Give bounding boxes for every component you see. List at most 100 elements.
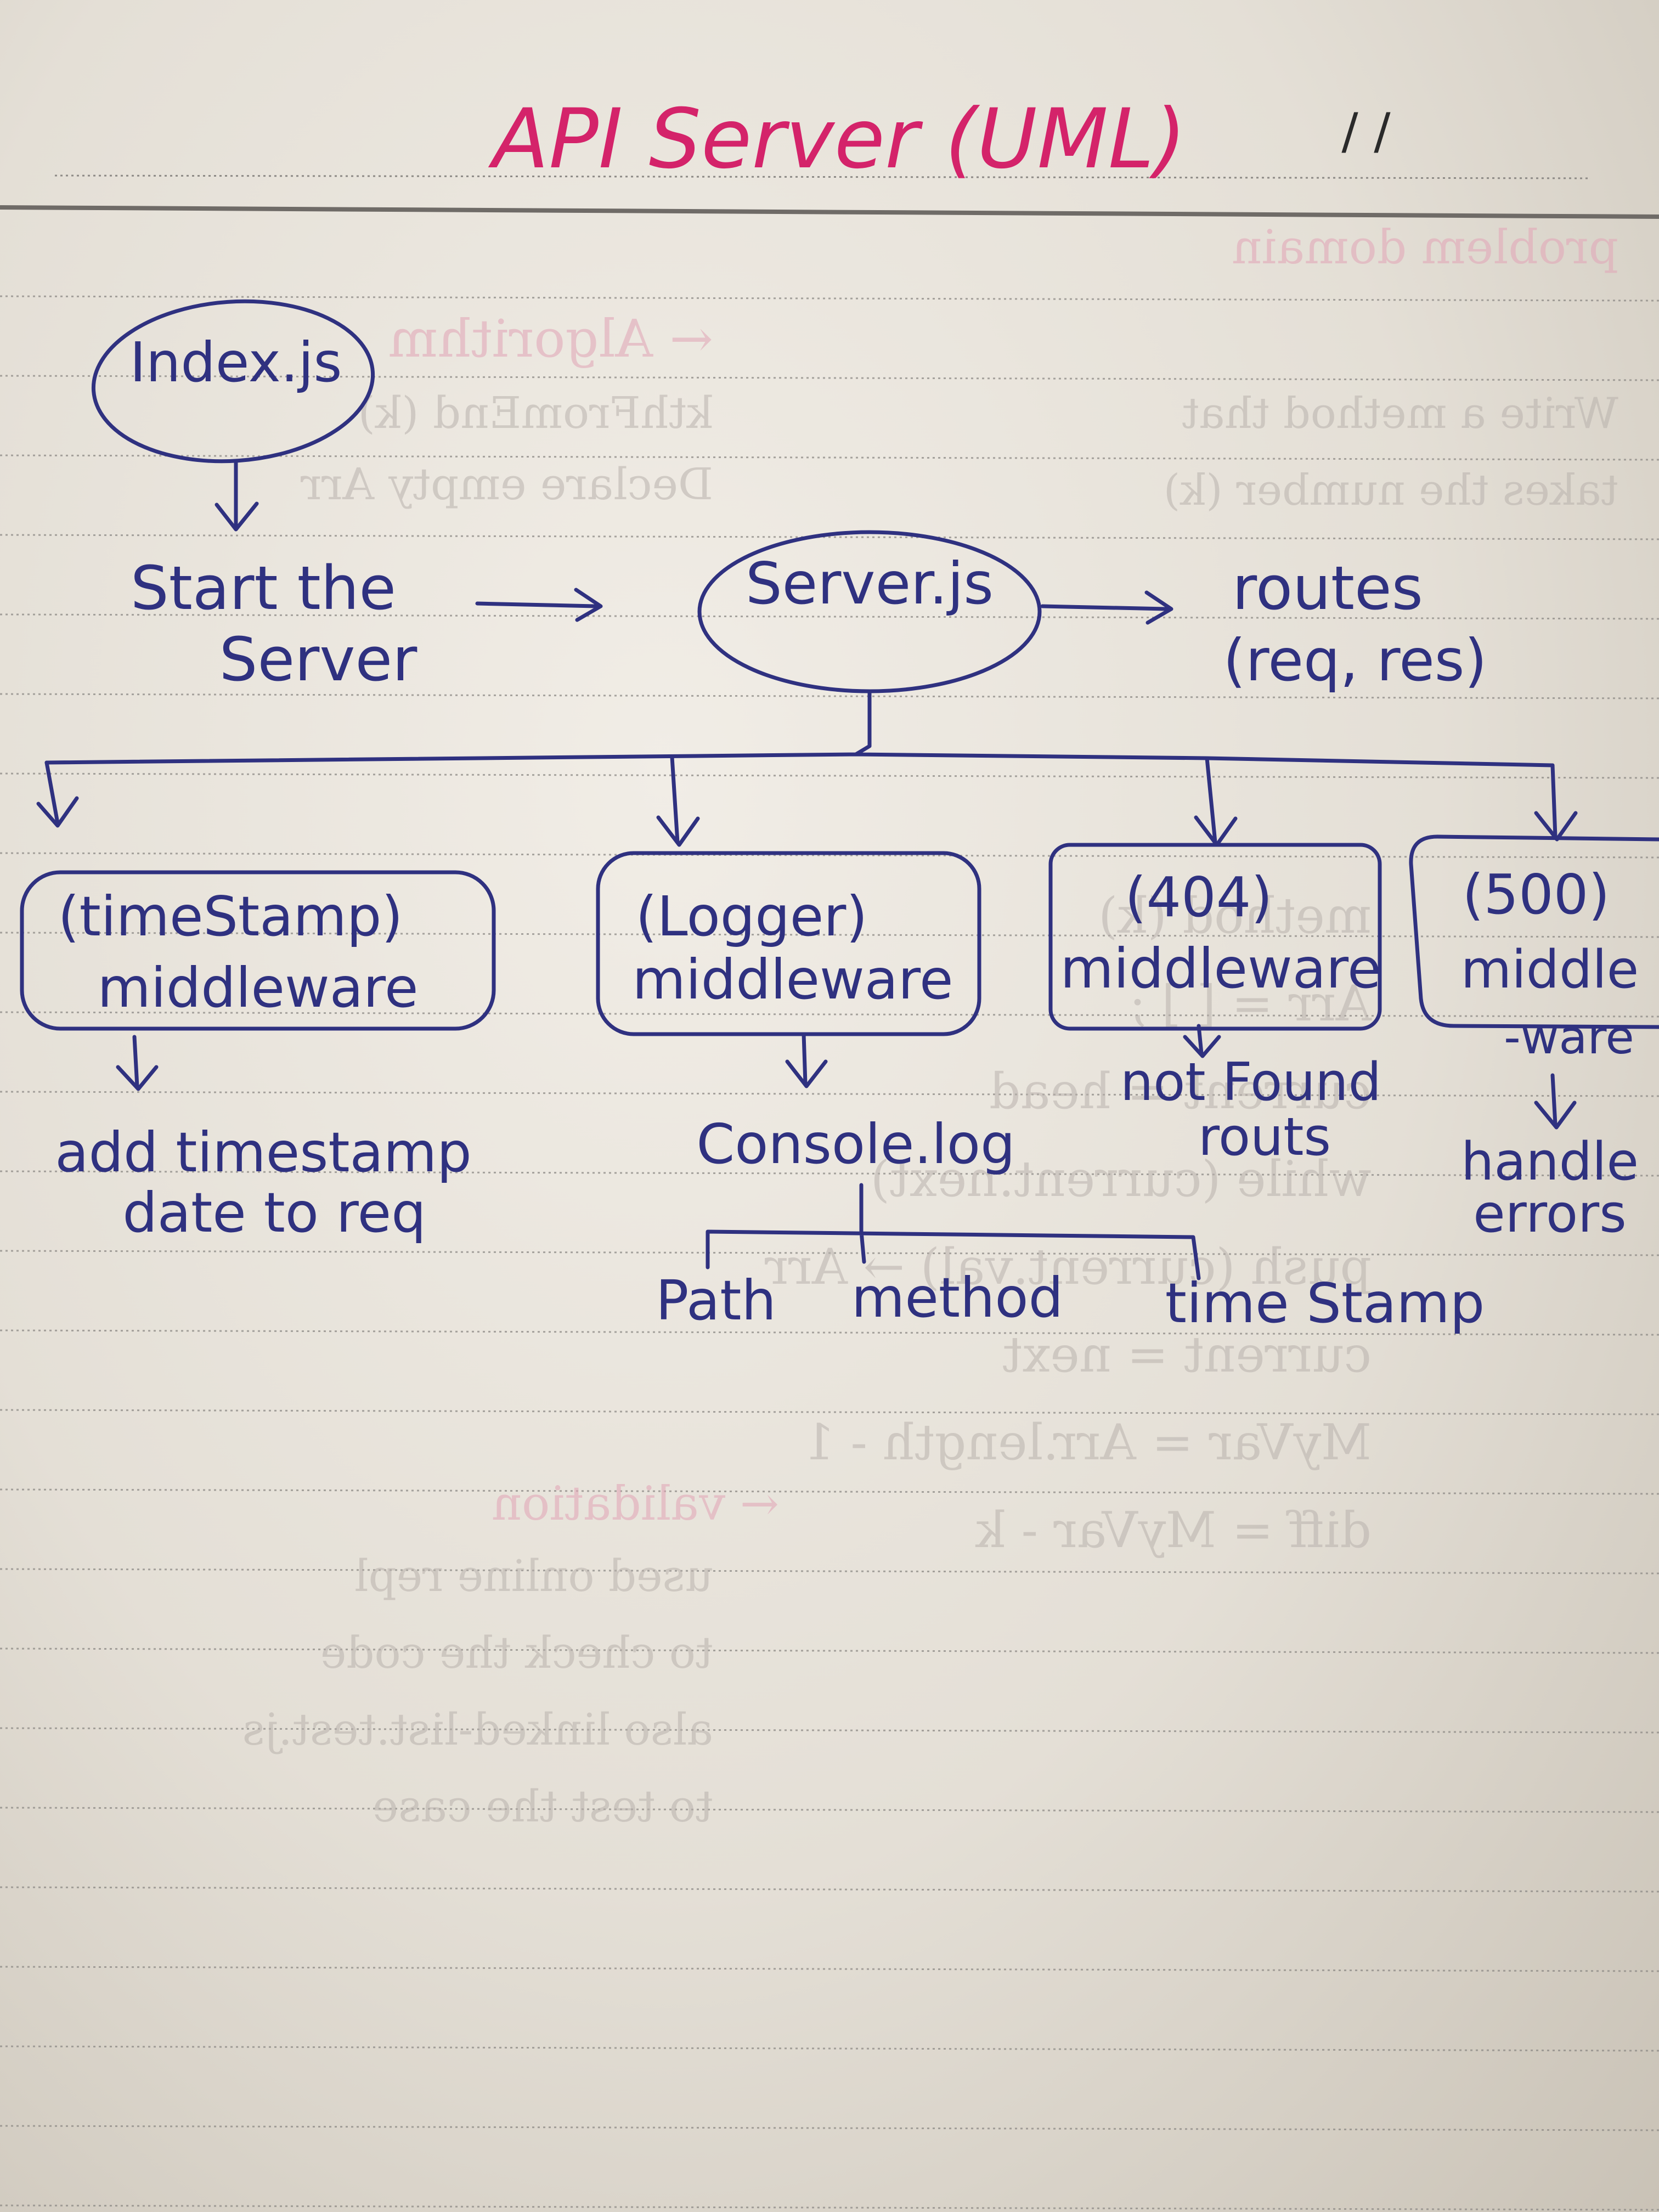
notfound-output-line1: not Found [1120,1052,1381,1113]
svg-text:← validation: ← validation [492,1477,779,1531]
ruled-line [0,1091,1659,1097]
svg-text:takes the number (k): takes the number (k) [1164,466,1618,515]
date-marks: / / [1341,103,1391,160]
notfound-output-line2: routs [1198,1107,1331,1167]
error-output-line1: handle [1461,1132,1639,1192]
arrow-logger-output [785,1032,828,1088]
svg-text:kthFromEnd (k): kthFromEnd (k) [358,387,713,438]
index-label: Index.js [130,330,342,394]
ruled-line [0,1727,1659,1734]
ruled-line [0,1807,1659,1813]
arrow-server-to-routes [1040,590,1173,625]
arrow-timestamp-output [116,1035,159,1091]
ruled-line [0,534,1659,540]
arrow-notfound-output [1183,1024,1221,1058]
svg-text:to check the code: to check the code [320,1627,713,1678]
logger-middleware-node: (Logger) middleware [596,851,981,1036]
svg-text:method (k): method (k) [1098,887,1372,945]
svg-text:used online repl: used online repl [354,1550,713,1601]
svg-text:problem domain: problem domain [1232,221,1618,275]
error-box-line2: middle [1461,940,1639,1000]
ruled-line [0,772,1659,779]
timestamp-middleware-node: (timeStamp) middleware [20,870,496,1031]
timestamp-box-line1: (timeStamp) [58,884,403,949]
bleed-through-writing: method (k) Arr = [ ] ; current = head wh… [242,221,1618,1832]
svg-text:Arr = [ ] ;: Arr = [ ] ; [1130,975,1372,1032]
logger-box-line2: middleware [633,947,953,1012]
log-field-method: method [851,1266,1063,1330]
ruled-line [0,2204,1659,2211]
ruled-line [0,1011,1659,1018]
arrow-start-to-server [475,588,603,622]
svg-text:MyVar = Arr.length - 1: MyVar = Arr.length - 1 [804,1414,1372,1471]
ruled-line [0,2125,1659,2131]
page-title: API Server (UML) [488,92,1186,187]
ruled-line [0,1409,1659,1415]
index-node: Index.js [91,299,375,464]
error-box-line3: -ware [1504,1011,1634,1065]
ruled-line [0,2045,1659,2052]
error-box [1409,834,1659,1029]
ruled-line [0,852,1659,859]
index-ellipse [91,299,375,464]
svg-text:← Algorithm: ← Algorithm [388,309,713,369]
logger-output: Console.log [696,1112,1015,1176]
ruled-line [0,932,1659,938]
arrow-to-logger [656,755,700,847]
svg-text:Declare empty Arr: Declare empty Arr [300,459,713,510]
notfound-middleware-node: (404) middleware [1048,843,1382,1031]
arrow-to-500 [1534,763,1578,842]
branch-connector [44,689,1555,768]
start-label-line2: Server [219,624,417,695]
svg-text:Write a method that: Write a method that [1182,389,1618,438]
start-label-line1: Start the [131,553,396,623]
server-label: Server.js [746,550,994,617]
svg-text:push (current.val) → Arr: push (current.val) → Arr [764,1238,1372,1296]
svg-text:while (current.next): while (current.next) [871,1150,1372,1208]
notfound-box-line2: middleware [1060,936,1381,1001]
ruled-line [0,613,1659,620]
logger-box [596,851,981,1036]
title-rule [54,174,1592,179]
ruled-line [0,1329,1659,1336]
routes-label-line1: routes [1232,553,1423,623]
timestamp-output-line2: date to req [122,1181,426,1245]
routes-label-line2: (req, res) [1223,627,1487,694]
ruled-line [0,454,1659,461]
ruled-line [0,1568,1659,1575]
svg-text:also linked-list.test.js: also linked-list.test.js [242,1704,713,1755]
svg-text:diff = MyVar - k: diff = MyVar - k [975,1502,1372,1559]
ruled-line [0,1647,1659,1654]
svg-text:to test the case: to test the case [373,1781,713,1832]
log-field-path: Path [656,1268,776,1333]
notfound-box [1048,843,1382,1031]
arrow-error-output [1534,1073,1577,1130]
logger-fields-connector [706,1183,1201,1280]
error-output-line2: errors [1473,1184,1626,1244]
timestamp-box-line2: middleware [98,956,419,1020]
header-rule [0,205,1659,219]
logger-box-line1: (Logger) [636,884,868,949]
log-field-timestamp: time Stamp [1165,1271,1485,1335]
error-middleware-node: (500) middle -ware [1409,834,1659,1065]
arrow-to-timestamp [36,760,79,828]
arrow-index-to-start [215,459,259,532]
ruled-line [0,1170,1659,1177]
ruled-line [0,1966,1659,1972]
error-box-line1: (500) [1463,862,1610,927]
server-node: Server.js [697,530,1042,693]
ruled-line [0,1886,1659,1893]
ruled-line [0,1250,1659,1256]
timestamp-box [20,870,496,1031]
notfound-box-line1: (404) [1125,865,1273,929]
ruled-line [0,295,1659,302]
ruled-line [0,1488,1659,1495]
svg-text:current = head: current = head [989,1063,1372,1120]
ruled-line [0,375,1659,381]
arrow-to-404 [1194,756,1238,847]
ruled-line [0,693,1659,699]
timestamp-output-line1: add timestamp [55,1120,471,1184]
